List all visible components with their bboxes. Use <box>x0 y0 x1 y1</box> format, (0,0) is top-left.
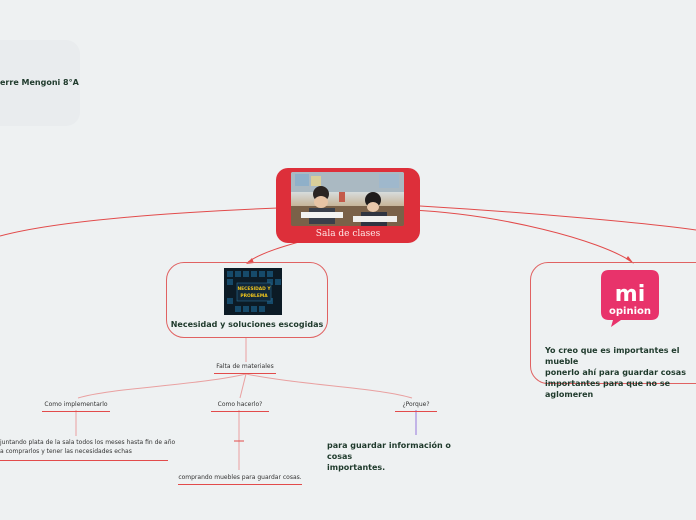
author-card[interactable] <box>0 40 80 126</box>
link-subtopic-branch2 <box>239 373 247 399</box>
classroom-photo-illustration <box>291 172 404 226</box>
link-to-left-offscreen <box>0 207 279 237</box>
badge-line2: PROBLEMA <box>240 293 268 299</box>
branch-label: ¿Porque? <box>402 401 430 408</box>
necesidad-label: Necesidad y soluciones escogidas <box>170 320 324 329</box>
link-subtopic-branch1 <box>77 373 247 399</box>
branch-como-hacerlo[interactable]: Como hacerlo? <box>211 401 269 412</box>
central-topic[interactable]: Sala de clases <box>276 168 420 243</box>
detail-line: para guardar información o cosas <box>327 441 451 461</box>
subtopic-label: Falta de materiales <box>216 363 274 370</box>
badge-word-mi: mi <box>615 282 645 307</box>
opinion-line: importantes para que no se aglomeren <box>545 379 671 399</box>
detail-line: comprando muebles para guardar cosas. <box>178 474 302 481</box>
necesidad-image: NECESIDAD Y PROBLEMA <box>224 268 282 315</box>
mi-opinion-badge: mi opinion <box>599 268 661 328</box>
detail-line: importantes. <box>327 463 386 472</box>
classroom-photo <box>291 172 404 226</box>
author-name: erre Mengoni 8°A <box>0 78 79 87</box>
link-subtopic-branch3 <box>245 373 413 399</box>
opinion-line: ponerlo ahí para guardar cosas <box>545 368 686 377</box>
badge-word-opinion: opinion <box>609 306 651 317</box>
opinion-node[interactable] <box>530 262 696 384</box>
subtopic-falta-materiales[interactable]: Falta de materiales <box>214 363 276 374</box>
branch-porque[interactable]: ¿Porque? <box>395 401 437 412</box>
branch-label: Como hacerlo? <box>217 401 263 408</box>
opinion-line: Yo creo que es importantes el mueble <box>545 346 680 366</box>
branch-como-implementarlo[interactable]: Como implementarlo <box>42 401 110 412</box>
detail-porque[interactable]: para guardar información o cosas importa… <box>327 440 477 473</box>
speech-bubble-icon: mi opinion <box>601 270 659 327</box>
link-to-opinion <box>409 209 633 263</box>
badge-line1: NECESIDAD Y <box>237 286 271 292</box>
detail-line: juntando plata de la sala todos los mese… <box>0 439 176 446</box>
detail-hacerlo[interactable]: comprando muebles para guardar cosas. <box>178 474 302 485</box>
branch-label: Como implementarlo <box>44 401 108 408</box>
central-title: Sala de clases <box>315 229 381 239</box>
necesidad-node[interactable] <box>166 262 328 338</box>
necesidad-grid-graphic: NECESIDAD Y PROBLEMA <box>224 268 282 315</box>
detail-implementarlo[interactable]: juntando plata de la sala todos los mese… <box>0 438 176 461</box>
detail-line: a comprarlos y tener las necesidades ech… <box>0 448 132 455</box>
link-to-right-offscreen <box>419 205 696 231</box>
opinion-text: Yo creo que es importantes el mueble pon… <box>545 345 696 400</box>
